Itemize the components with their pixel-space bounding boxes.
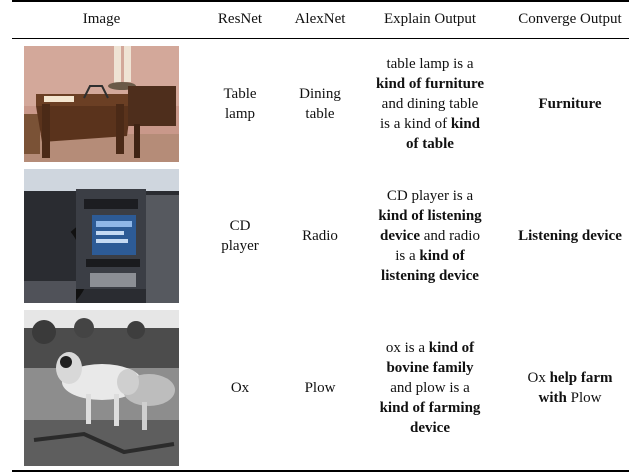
text-line: of table [406, 134, 454, 154]
row1-resnet-line1: Table [223, 86, 257, 102]
text-line: table lamp is a [386, 54, 473, 74]
text-line: and plow is a [390, 378, 470, 398]
row2-resnet-line2: player [221, 238, 259, 254]
row-image-ox [24, 310, 179, 466]
bold-text: kind of [419, 248, 465, 264]
row1-resnet-line2: lamp [225, 106, 255, 122]
row3-alexnet-line1: Plow [304, 380, 336, 396]
row2-resnet: CD player [205, 169, 275, 303]
text-line: is a kind of kind [380, 114, 480, 134]
bold-text: device [410, 420, 450, 436]
text-line: device [410, 418, 450, 438]
text-line: Listening device [518, 226, 622, 246]
row-image-cd-player [24, 169, 179, 303]
bold-text: help farm [549, 370, 613, 386]
text-line: ox is a kind of [386, 338, 474, 358]
bold-text: kind of listening [378, 208, 482, 224]
top-rule [12, 0, 629, 2]
text-line: kind of furniture [376, 74, 484, 94]
text-run: ox is a [385, 340, 429, 356]
text-line: listening device [381, 266, 479, 286]
row3-explain: ox is a kind of bovine family and plow is … [364, 310, 496, 466]
text-line: CD player is a [387, 186, 473, 206]
header-explain: Explain Output [383, 10, 477, 27]
bottom-rule [12, 470, 629, 472]
row3-resnet-line1: Ox [230, 380, 250, 396]
row2-alexnet: Radio [284, 169, 356, 303]
text-run: and radio [420, 228, 480, 244]
header-image: Image [82, 10, 121, 27]
bold-text: kind of [428, 340, 475, 356]
text-line: Ox help farm [527, 368, 612, 388]
bold-text: kind of furniture [375, 76, 485, 92]
bold-text: kind [450, 116, 481, 132]
header-resnet: ResNet [217, 10, 263, 27]
row1-resnet: Table lamp [205, 46, 275, 162]
text-line: is a kind of [395, 246, 465, 266]
text-run: Plow [566, 390, 602, 406]
row2-resnet-line1: CD [229, 218, 251, 234]
row2-explain: CD player is a kind of listening device an… [364, 169, 496, 303]
row-image-table-lamp [24, 46, 179, 162]
text-run: and dining table [381, 96, 479, 112]
text-run: Ox [527, 370, 550, 386]
bold-text: listening device [381, 268, 479, 284]
text-line: with Plow [539, 388, 602, 408]
header-rule [12, 38, 629, 39]
header-converge: Converge Output [518, 10, 622, 27]
row1-alexnet: Dining table [284, 46, 356, 162]
row2-converge: Listening device [500, 169, 640, 303]
row1-alexnet-line2: table [305, 106, 335, 122]
bold-text: with [538, 390, 567, 406]
row3-alexnet: Plow [284, 310, 356, 466]
row1-explain: table lamp is a kind of furniture and dini… [364, 46, 496, 162]
bold-text: Furniture [538, 96, 602, 112]
text-line: device and radio [380, 226, 480, 246]
bold-text: Listening device [518, 228, 622, 244]
text-run: is a kind of [379, 116, 451, 132]
text-run: CD player is a [386, 188, 474, 204]
text-line: Furniture [538, 94, 601, 114]
text-line: and dining table [382, 94, 479, 114]
text-run: table lamp is a [386, 56, 474, 72]
text-run: and plow is a [390, 380, 470, 396]
bold-text: of table [406, 136, 454, 152]
text-run: is a [395, 248, 420, 264]
text-line: kind of listening [378, 206, 481, 226]
bold-text: bovine family [386, 360, 474, 376]
text-line: bovine family [386, 358, 473, 378]
bold-text: device [380, 228, 420, 244]
bold-text: kind of farming [379, 400, 481, 416]
row3-resnet: Ox [205, 310, 275, 466]
row1-alexnet-line1: Dining [299, 86, 341, 102]
row2-alexnet-line1: Radio [302, 228, 338, 244]
row1-converge: Furniture [500, 46, 640, 162]
header-alexnet: AlexNet [294, 10, 346, 27]
text-line: kind of farming [380, 398, 481, 418]
